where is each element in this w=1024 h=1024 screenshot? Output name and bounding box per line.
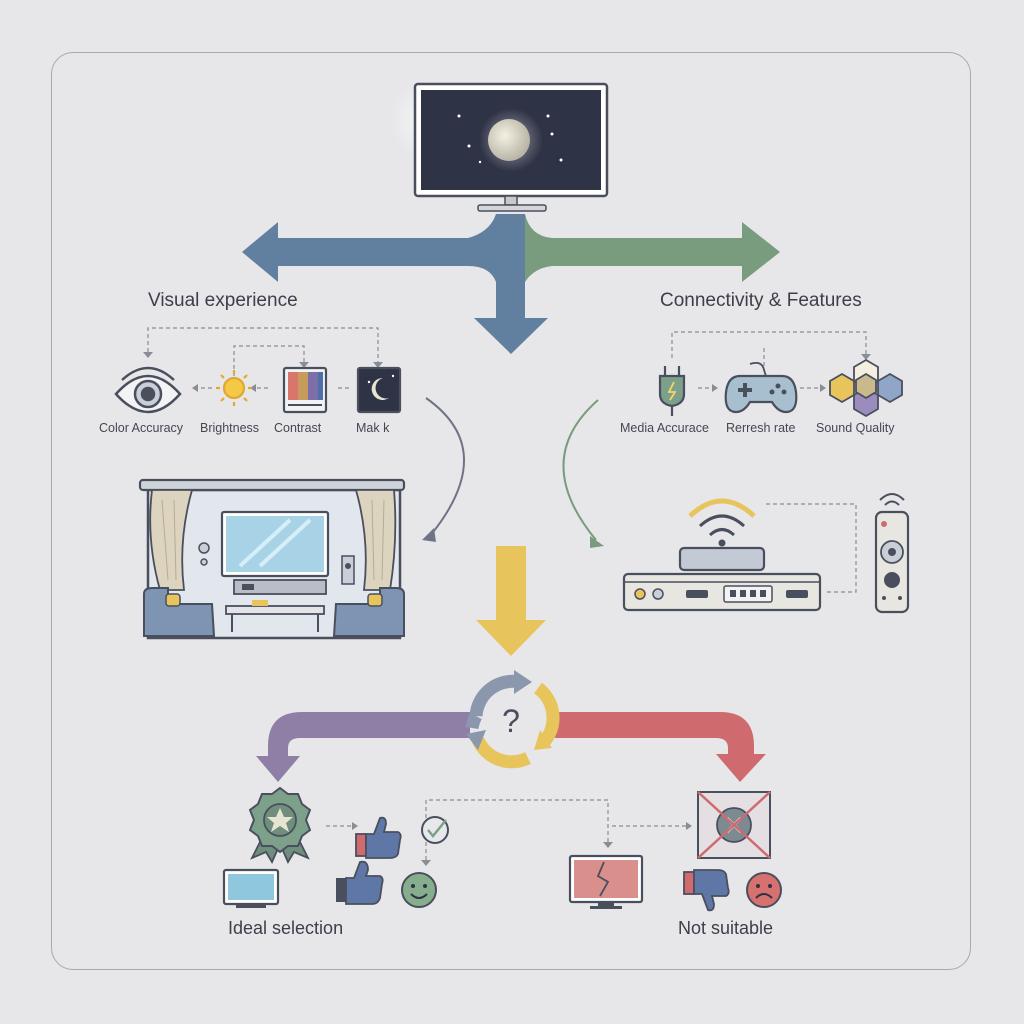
curve-arrow-left <box>425 397 465 537</box>
purple-branch-arrow <box>256 712 470 782</box>
label-brightness: Brightness <box>200 421 260 435</box>
question-mark: ? <box>502 703 520 739</box>
sad-face-icon <box>746 872 782 908</box>
check-icon <box>421 816 449 844</box>
remote-icon <box>874 493 910 614</box>
plug-icon <box>658 366 686 416</box>
refresh-cycle-icon <box>465 670 560 769</box>
hexagon-cluster-icon <box>829 358 903 418</box>
award-badge-icon <box>248 786 312 864</box>
label-contrast: Contrast <box>274 421 322 435</box>
smiley-icon <box>401 872 437 908</box>
connectivity-features-title: Connectivity & Features <box>660 290 862 311</box>
crossed-box-icon <box>697 791 771 859</box>
visual-experience-title: Visual experience <box>148 290 298 311</box>
split-arrows <box>242 214 780 354</box>
center-down-arrow <box>476 546 546 656</box>
sun-icon <box>216 370 252 406</box>
living-room-icon <box>138 478 406 640</box>
curve-arrow-right <box>562 399 599 541</box>
right-dashed-connectors <box>671 331 867 389</box>
eye-icon <box>114 366 182 414</box>
ideal-selection-label: Ideal selection <box>228 918 344 938</box>
label-media-accurace: Media Accurace <box>620 421 709 435</box>
moon-icon <box>356 366 402 414</box>
router-icon <box>622 498 822 612</box>
broken-tv-icon <box>568 854 644 909</box>
diagram-frame <box>51 52 971 970</box>
gamepad-icon <box>724 361 798 414</box>
top-tv-icon <box>390 80 609 212</box>
red-branch-arrow <box>554 712 766 782</box>
thumbs-down-icon <box>683 869 730 912</box>
label-color-accuracy: Color Accuracy <box>99 421 184 435</box>
not-suitable-label: Not suitable <box>678 918 774 938</box>
thumbs-up-icon <box>355 816 402 859</box>
left-dashed-connectors <box>147 327 379 389</box>
thumbs-up-icon-2 <box>336 860 384 905</box>
label-rerresh-rate: Rerresh rate <box>726 421 796 435</box>
small-tv-icon <box>222 868 280 908</box>
label-sound-quality: Sound Quality <box>816 421 895 435</box>
color-swatch-icon <box>282 366 328 414</box>
label-mak-k: Mak k <box>356 421 390 435</box>
